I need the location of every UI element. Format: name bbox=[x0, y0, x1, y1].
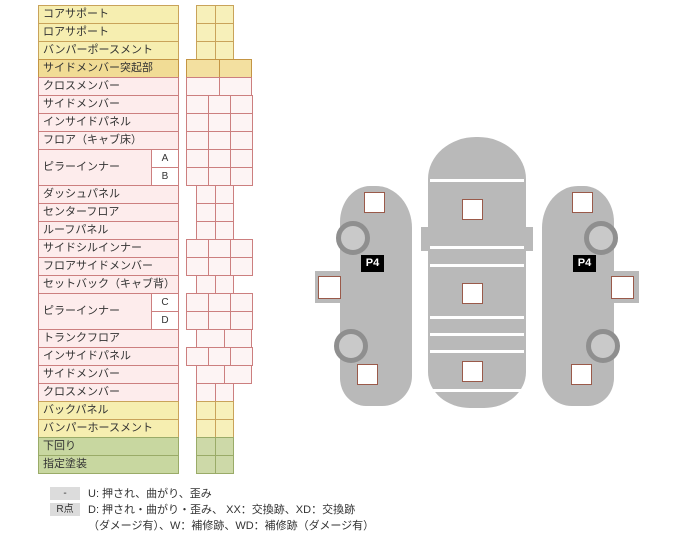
damage-input-cell[interactable] bbox=[230, 257, 253, 276]
diagram-checkbox-left-rear[interactable] bbox=[357, 364, 378, 385]
damage-cell-block bbox=[196, 419, 234, 438]
body-section-line bbox=[430, 350, 524, 353]
damage-cell-block bbox=[196, 455, 234, 474]
part-row: センターフロア bbox=[38, 203, 268, 222]
parts-table: コアサポートロアサポートバンパーポースメントサイドメンバー突起部クロスメンバーサ… bbox=[38, 5, 268, 474]
part-label: サイドメンバー bbox=[38, 95, 179, 114]
part-label: サイドシルインナー bbox=[38, 239, 179, 258]
damage-input-cell[interactable] bbox=[230, 167, 253, 186]
part-row: サイドメンバー突起部 bbox=[38, 59, 268, 78]
part-row: バックパネル bbox=[38, 401, 268, 420]
damage-cell-block bbox=[186, 239, 253, 258]
part-row: サイドメンバー bbox=[38, 365, 268, 384]
part-label: センターフロア bbox=[38, 203, 179, 222]
damage-cell-block bbox=[196, 185, 234, 204]
damage-cell-block bbox=[186, 293, 253, 312]
part-label: 下回り bbox=[38, 437, 179, 456]
legend-row-repair: R点 D: 押され・曲がり・歪み、 XX：交換跡、XD：交換跡 bbox=[50, 502, 374, 516]
legend-row-minor: - U: 押され、曲がり、歪み bbox=[50, 486, 374, 500]
right-front-wheel-icon bbox=[584, 221, 618, 255]
part-label: インサイドパネル bbox=[38, 347, 179, 366]
legend-text-repair: D: 押され・曲がり・歪み、 XX：交換跡、XD：交換跡 bbox=[88, 504, 356, 516]
legend-key-minor: - bbox=[50, 486, 80, 500]
damage-cell-block bbox=[196, 23, 234, 42]
part-row: サイドシルインナー bbox=[38, 239, 268, 258]
diagram-checkbox-center-rear[interactable] bbox=[462, 361, 483, 382]
part-label: ロアサポート bbox=[38, 23, 179, 42]
damage-cell-block bbox=[196, 383, 234, 402]
diagram-checkbox-right-rear[interactable] bbox=[571, 364, 592, 385]
damage-input-cell[interactable] bbox=[215, 455, 234, 474]
part-row: サイドメンバー bbox=[38, 95, 268, 114]
damage-cell-block bbox=[186, 311, 253, 330]
left-rear-wheel-icon bbox=[334, 329, 368, 363]
right-rear-wheel-icon bbox=[586, 329, 620, 363]
body-section-line bbox=[430, 333, 524, 336]
damage-cell-block bbox=[186, 131, 253, 150]
diagram-checkbox-right-front[interactable] bbox=[572, 192, 593, 213]
damage-cell-block bbox=[196, 41, 234, 60]
body-section-line bbox=[430, 179, 524, 182]
damage-input-cell[interactable] bbox=[224, 365, 252, 384]
part-label: セットバック（キャブ背） bbox=[38, 275, 179, 294]
part-row: ロアサポート bbox=[38, 23, 268, 42]
damage-cell-block bbox=[186, 347, 253, 366]
part-row: バンパーホースメント bbox=[38, 419, 268, 438]
part-label: バンパーポースメント bbox=[38, 41, 179, 60]
top-view-left-mirror bbox=[421, 227, 429, 251]
part-label: 指定塗装 bbox=[38, 455, 179, 474]
diagram-checkbox-right-outer[interactable] bbox=[611, 276, 634, 299]
part-row: クロスメンバー bbox=[38, 383, 268, 402]
part-label: クロスメンバー bbox=[38, 383, 179, 402]
grade-label-left: P4 bbox=[361, 255, 384, 272]
body-section-line bbox=[430, 316, 524, 319]
grade-label-right: P4 bbox=[573, 255, 596, 272]
part-row: インサイドパネル bbox=[38, 113, 268, 132]
part-row: 下回り bbox=[38, 437, 268, 456]
legend-text-repair-cont: （ダメージ有）、W：補修跡、WD：補修跡（ダメージ有） bbox=[88, 520, 375, 532]
part-row: バンパーポースメント bbox=[38, 41, 268, 60]
legend-text-minor: U: 押され、曲がり、歪み bbox=[88, 488, 212, 500]
body-section-line bbox=[430, 264, 524, 267]
damage-cell-block bbox=[186, 113, 253, 132]
part-row: ダッシュパネル bbox=[38, 185, 268, 204]
body-section-line bbox=[430, 389, 524, 392]
damage-cell-block bbox=[186, 95, 253, 114]
diagram-checkbox-left-front[interactable] bbox=[364, 192, 385, 213]
part-row: インサイドパネル bbox=[38, 347, 268, 366]
part-row: コアサポート bbox=[38, 5, 268, 24]
part-label: インサイドパネル bbox=[38, 113, 179, 132]
diagram-checkbox-left-outer[interactable] bbox=[318, 276, 341, 299]
left-front-wheel-icon bbox=[336, 221, 370, 255]
damage-cell-block bbox=[186, 149, 253, 168]
part-row: 指定塗装 bbox=[38, 455, 268, 474]
legend-key-repair: R点 bbox=[50, 502, 80, 516]
damage-cell-block bbox=[196, 203, 234, 222]
damage-cell-block bbox=[186, 59, 252, 78]
body-section-line bbox=[430, 246, 524, 249]
part-label: サイドメンバー突起部 bbox=[38, 59, 179, 78]
legend-row-repair-cont: （ダメージ有）、W：補修跡、WD：補修跡（ダメージ有） bbox=[50, 518, 374, 532]
diagram-checkbox-center-front[interactable] bbox=[462, 199, 483, 220]
legend: - U: 押され、曲がり、歪み R点 D: 押され・曲がり・歪み、 XX：交換跡… bbox=[50, 486, 374, 534]
damage-cell-block bbox=[196, 437, 234, 456]
damage-cell-block bbox=[196, 221, 234, 240]
damage-cell-block bbox=[186, 167, 253, 186]
damage-cell-block bbox=[186, 77, 252, 96]
part-label: ダッシュパネル bbox=[38, 185, 179, 204]
part-label: バックパネル bbox=[38, 401, 179, 420]
top-view-right-mirror bbox=[525, 227, 533, 251]
part-row: セットバック（キャブ背） bbox=[38, 275, 268, 294]
part-label: サイドメンバー bbox=[38, 365, 179, 384]
diagram-checkbox-center-middle[interactable] bbox=[462, 283, 483, 304]
